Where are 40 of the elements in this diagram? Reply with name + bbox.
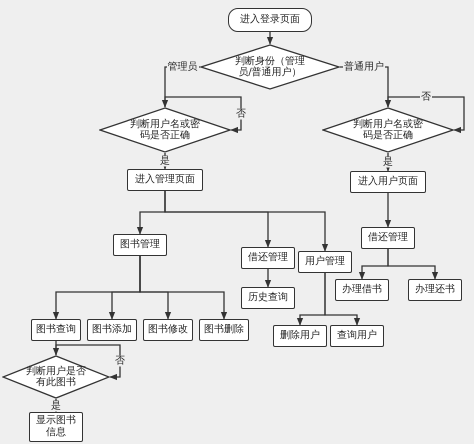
process-box: 进入用户页面	[350, 171, 426, 193]
edge-label: 是	[382, 156, 394, 168]
process-box: 历史查询	[241, 287, 295, 309]
edge-label: 否	[420, 92, 432, 102]
arrow	[387, 96, 465, 134]
arrow	[164, 96, 242, 134]
arrow	[387, 249, 438, 280]
arrow	[266, 32, 274, 45]
start-terminal: 进入登录页面	[228, 8, 312, 32]
edge-label: 是	[50, 400, 62, 411]
process-box: 借还管理	[361, 227, 415, 249]
edge-label: 否	[114, 356, 126, 366]
arrow	[52, 341, 60, 356]
process-box: 办理借书	[335, 279, 389, 301]
arrow	[264, 269, 272, 288]
arrow	[139, 256, 228, 320]
process-box: 图书查询	[31, 319, 81, 341]
process-box: 查询用户	[330, 325, 384, 347]
decision-diamond: 判断用户是否有此图书	[2, 355, 110, 399]
process-box: 办理还书	[408, 279, 462, 301]
edge-label: 管理员	[166, 62, 198, 72]
process-box: 图书添加	[87, 319, 137, 341]
process-box: 图书删除	[199, 319, 249, 341]
edge-label: 否	[235, 108, 247, 119]
process-box: 删除用户	[273, 325, 327, 347]
process-box: 显示图书信息	[29, 412, 83, 442]
process-box: 借还管理	[241, 247, 295, 269]
process-box: 图书管理	[113, 234, 167, 256]
process-box: 图书修改	[143, 319, 193, 341]
arrow	[55, 344, 121, 380]
decision-diamond: 判断身份（管理员/普通用户）	[200, 44, 340, 90]
arrow	[324, 273, 360, 326]
decision-diamond: 判断用户名或密码是否正确	[99, 107, 231, 153]
arrow	[384, 193, 392, 228]
decision-diamond: 判断用户名或密码是否正确	[322, 107, 454, 153]
process-box: 进入管理页面	[127, 169, 203, 191]
process-box: 用户管理	[298, 251, 352, 273]
arrow	[164, 191, 328, 252]
edge-label: 普通用户	[343, 62, 385, 72]
edge-label: 是	[159, 156, 171, 166]
